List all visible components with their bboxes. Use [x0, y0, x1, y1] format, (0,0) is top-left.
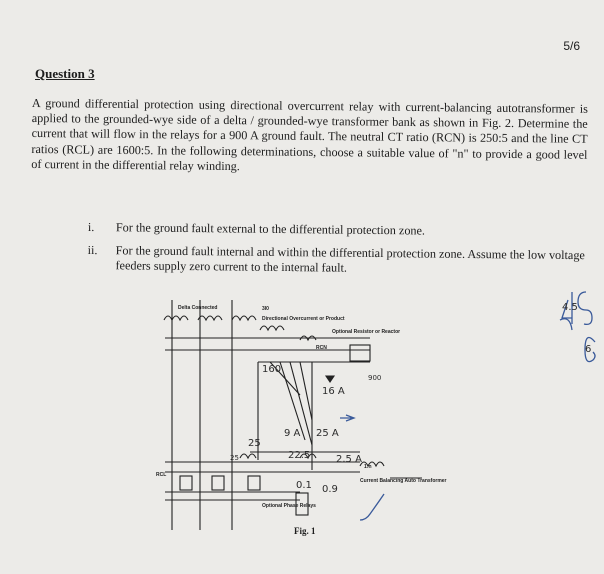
hand-25: 25 — [248, 438, 261, 449]
hand-9a: 9 A — [284, 428, 301, 439]
hand-25-2: 25 — [230, 454, 239, 462]
hand-09: 0.9 — [322, 484, 338, 495]
label-rcl: RCL — [156, 472, 166, 478]
label-io: 3I0 — [262, 306, 269, 312]
label-optional-resistor: Optional Resistor or Reactor — [332, 329, 400, 335]
label-directional-relay: Directional Overcurrent or Product — [262, 316, 345, 322]
question-title: Question 3 — [35, 66, 95, 81]
label-phase-relays: Optional Phase Relays — [262, 503, 316, 509]
hand-top-right: 4.5 — [562, 302, 578, 313]
hand-25a-2: 2.5 A — [336, 454, 362, 465]
figure-caption: Fig. 1 — [294, 526, 316, 536]
label-rcn: RCN — [316, 345, 327, 351]
hand-v-rcl: 160 — [262, 364, 281, 375]
hand-225: 22.5 — [288, 450, 310, 461]
label-balancing-autotransformer: Current Balancing Auto Transformer — [360, 478, 447, 484]
hand-25a: 25 A — [316, 428, 339, 439]
hand-900: 900 — [368, 374, 381, 382]
hand-top-right-2: 6 — [585, 344, 591, 355]
hand-01: 0.1 — [296, 480, 312, 491]
page-number: 5/6 — [563, 39, 580, 53]
hand-16a: 16 A — [322, 386, 345, 397]
label-delta-connected: Delta Connected — [178, 305, 217, 311]
label-ratio: 1:n — [364, 464, 372, 470]
